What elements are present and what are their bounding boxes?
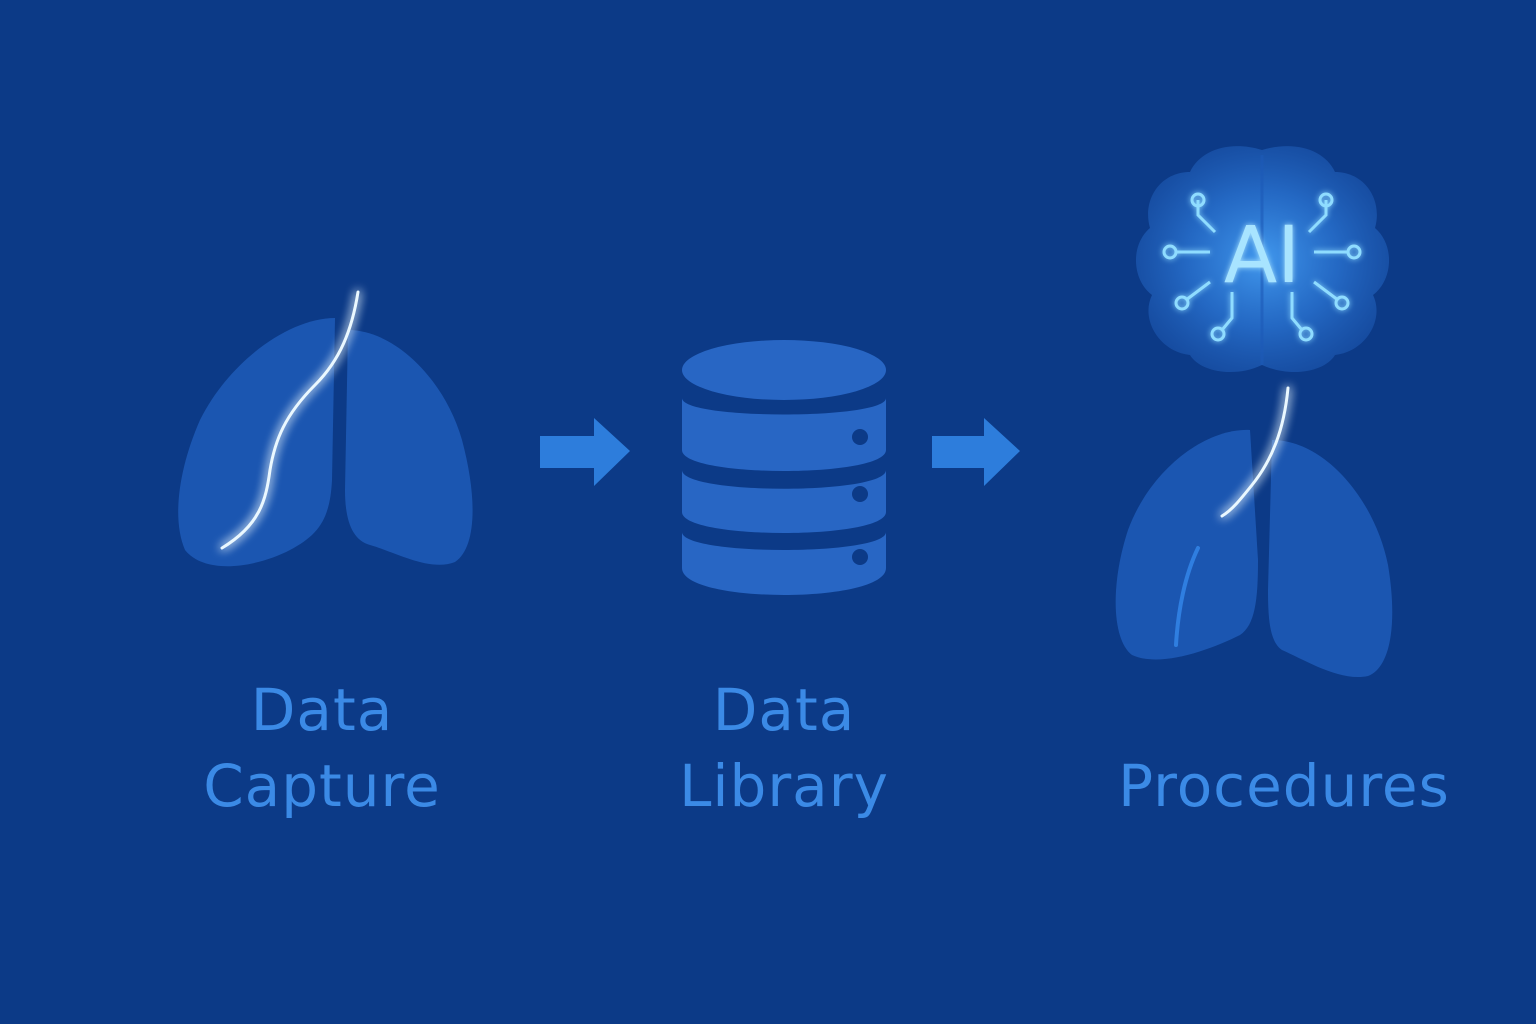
catheter-line: [220, 290, 360, 550]
right-lung-shape: [1268, 440, 1393, 678]
label-line: Library: [679, 752, 889, 820]
airway-line: [1174, 546, 1200, 647]
arrow-right-icon: [932, 418, 1020, 486]
label-line: Data: [250, 676, 394, 744]
step-label-data-capture: Data Capture: [172, 672, 472, 824]
lungs-with-catheter-icon: [178, 290, 473, 567]
step-label-procedures: Procedures: [1084, 748, 1484, 824]
circuit-icon: [1162, 192, 1362, 342]
database-segment-1: [682, 398, 886, 471]
left-lung-shape: [1115, 429, 1258, 660]
database-segment-2: [682, 470, 886, 533]
catheter-line: [1220, 386, 1290, 518]
database-indicator-3: [852, 549, 868, 565]
database-icon: [682, 340, 886, 595]
ai-brain-lungs-icon: AI: [1115, 146, 1393, 678]
label-line: Data: [712, 676, 856, 744]
database-segment-3: [682, 532, 886, 595]
left-lung-shape: [178, 318, 335, 567]
label-line: Procedures: [1118, 752, 1450, 820]
ai-badge-text: AI: [1224, 211, 1300, 301]
database-indicator-1: [852, 429, 868, 445]
right-lung-shape: [345, 330, 473, 565]
database-top: [682, 340, 886, 400]
arrow-right-icon: [540, 418, 630, 486]
label-line: Capture: [203, 752, 441, 820]
brain-icon: AI: [1135, 146, 1390, 373]
step-label-data-library: Data Library: [634, 672, 934, 824]
database-indicator-2: [852, 486, 868, 502]
